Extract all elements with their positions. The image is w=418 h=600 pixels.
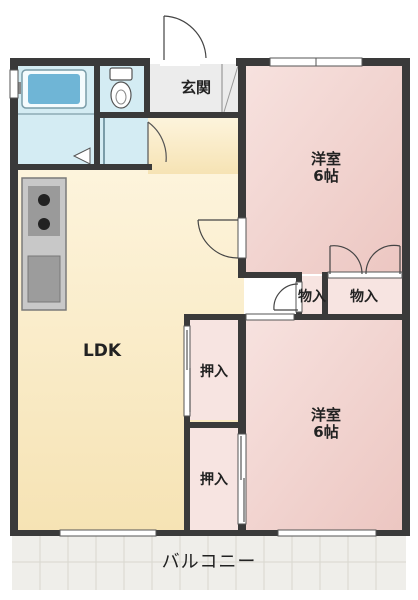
western-room-1-door-gap <box>237 217 247 259</box>
storage-small-door-gap <box>295 281 303 313</box>
washroom-floor <box>98 118 148 166</box>
closet-lower-sliding-door <box>240 436 245 522</box>
bathtub <box>16 69 87 109</box>
closet-lower-floor <box>190 428 240 530</box>
hallway-door-gap <box>245 313 295 321</box>
storage-large-door-gap <box>327 271 403 279</box>
closet-lower-door-gap <box>237 433 247 525</box>
storage-large-floor <box>326 276 406 316</box>
drain-mark <box>72 147 91 165</box>
entrance-floor <box>150 64 240 114</box>
entrance-step-diagonal <box>223 65 239 113</box>
stove-burner <box>38 194 50 206</box>
balcony-window-left <box>59 529 157 537</box>
closet-upper-sliding-door <box>186 330 191 412</box>
sink <box>27 255 61 303</box>
entrance-door <box>163 15 207 60</box>
entrance-door-gap <box>160 58 200 66</box>
balcony-window-right <box>277 529 377 537</box>
toilet <box>109 67 133 109</box>
stove-burner <box>38 218 50 230</box>
western-room-1-door <box>197 219 239 259</box>
ldk-floor-upper <box>148 118 244 174</box>
storage-small-door <box>273 283 299 311</box>
closet-upper-floor <box>190 320 240 420</box>
western-room-2-floor <box>244 318 406 532</box>
kitchen-counter <box>21 177 67 311</box>
balcony-area <box>12 534 406 590</box>
washroom-door <box>147 121 167 166</box>
storage-large-door <box>329 244 401 275</box>
bath-window <box>9 69 19 99</box>
storage-small-floor <box>300 276 324 316</box>
western-room-1-floor <box>244 64 406 274</box>
